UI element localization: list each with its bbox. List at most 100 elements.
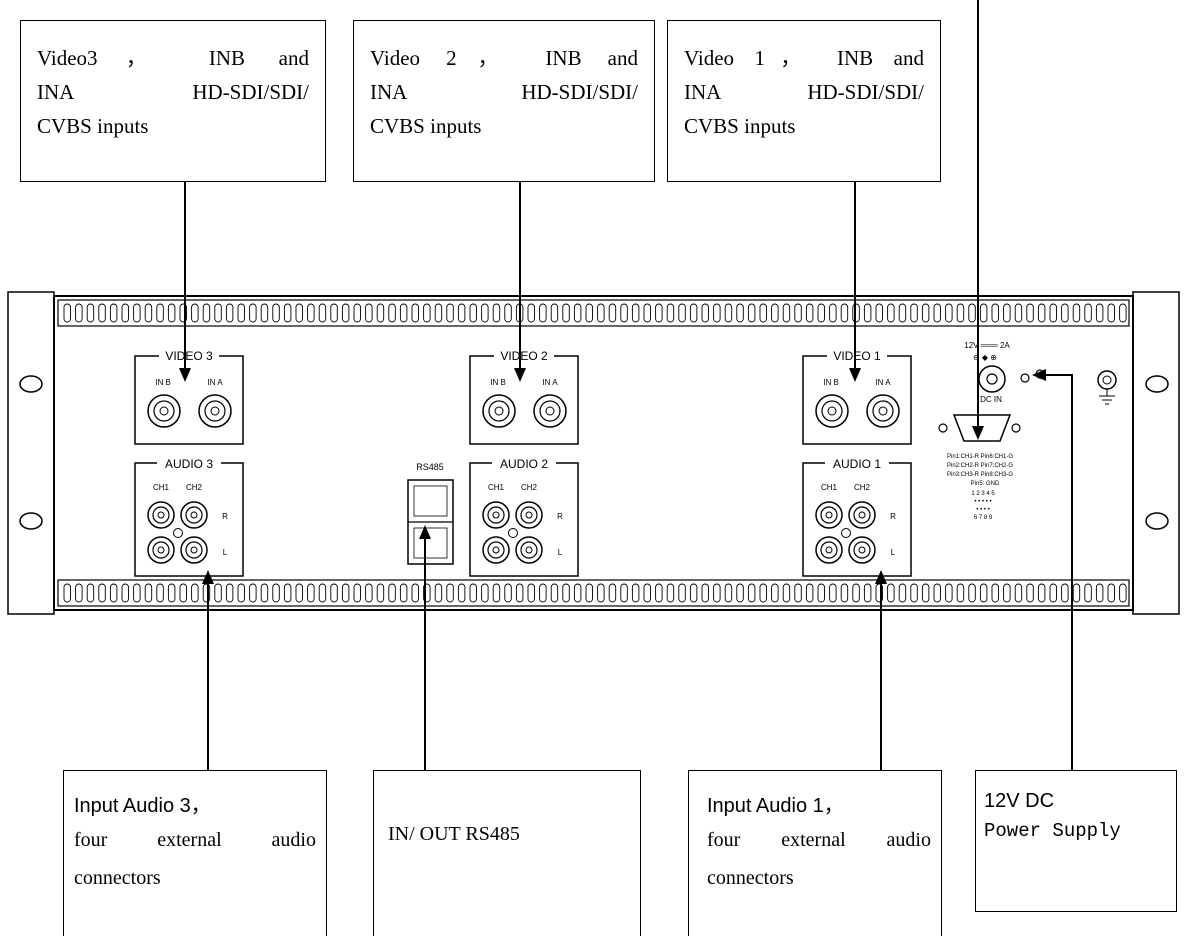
audio-2-ch2-r-jack-pin [525,511,533,519]
vent-slot [191,303,199,323]
callout-video3-line-3: CVBS inputs [37,114,149,138]
vent-slots-top [63,303,1127,323]
vent-slot [608,583,617,603]
vent-slot [1061,303,1069,323]
audio-1-r-label: R [890,512,896,521]
vent-slot [1119,583,1127,603]
vent-slot [550,303,559,323]
callout-audio3-line-2: connectors [74,867,161,889]
vent-slot [457,583,466,603]
arrow-video3 [179,368,191,382]
vent-slot [376,583,385,603]
vent-slot [539,303,547,323]
audio-3-ch1-r-jack-pin [157,511,165,519]
vent-slot [121,303,129,323]
vent-slot [910,303,918,323]
vent-slot [550,583,559,603]
vent-slot [1037,303,1046,323]
vent-slot [597,303,605,323]
vent-slot [283,303,292,323]
vent-slot [713,303,721,323]
vent-slot [295,303,303,323]
vent-slot [98,583,106,603]
vent-slot [655,583,663,603]
vent-slot [411,303,419,323]
vent-slot [515,583,524,603]
vent-slot [1084,303,1092,323]
callout-video1: Video 1， INB and INA HD-SDI/SDI/ CVBS in… [667,20,941,182]
dc-polarity-label: ⊖ ◆ ⊕ [973,353,997,362]
video-1-title-bg [827,347,887,363]
audio-2-title: AUDIO 2 [500,457,548,471]
callout-audio1: Input Audio 1， four external audio conne… [688,770,942,936]
vent-slot [214,583,222,603]
vent-slot [214,303,222,323]
vent-slot [237,303,245,323]
audio-1-title: AUDIO 1 [833,457,881,471]
vent-slot [249,303,257,323]
audio-1-mount-screw [841,528,851,538]
audio-3-mount-screw [173,528,183,538]
audio-1-ch2-l-jack-pin [858,546,866,554]
vent-slot [782,583,791,603]
video-2-ina-bnc-ring [539,400,561,422]
audio-2-mount-screw [508,528,518,538]
video-3-inb-bnc-pin [159,406,169,416]
audio-3-ch1-l-jack [147,536,175,564]
video-2-ina-bnc [533,394,567,428]
vent-slot [492,583,501,603]
vent-slot [979,583,988,603]
vent-slot [689,303,698,323]
vent-slot [399,303,408,323]
video-2-title-bg [494,347,554,363]
vent-strip-top [57,299,1130,327]
vent-slot [504,583,512,603]
vent-slot [1107,303,1115,323]
callout-audio3-title: Input Audio 3， [74,795,211,817]
vent-slot [887,303,895,323]
vent-slot [469,303,477,323]
vent-slot [202,303,211,323]
vent-slot [921,583,930,603]
vent-slot [771,303,779,323]
video-1-ina-bnc [866,394,900,428]
vent-slot [945,303,953,323]
vent-slot [631,303,640,323]
vent-slot [376,303,385,323]
vent-slot [585,583,593,603]
vent-slot [1072,303,1081,323]
audio-2-ch2-label: CH2 [521,483,538,492]
leader-arrowheads [179,368,1046,584]
vent-slot [852,583,860,603]
vent-slot [295,583,303,603]
video-2-ina-label: IN A [542,378,558,387]
vent-slot [109,583,118,603]
audio-2-ch2-r-jack-ring [520,506,538,524]
arrow-db9 [972,426,984,440]
callout-rs485: IN/ OUT RS485 [373,770,641,936]
video-1-inb-bnc-ring [821,400,843,422]
vent-slot [620,303,628,323]
vent-slot [75,303,83,323]
audio-1-ch1-r-jack-ring [820,506,838,524]
arrow-video2 [514,368,526,382]
vent-slot [527,303,535,323]
video-3-ina-bnc [198,394,232,428]
vent-slot [562,583,570,603]
audio-2-title-bg [492,455,556,471]
vent-slot [388,583,396,603]
vent-slot [1095,583,1104,603]
vent-slot [643,303,651,323]
vent-slot [237,583,245,603]
vent-slot [492,303,501,323]
vent-slot [1072,583,1081,603]
video-3-inb-label: IN B [155,378,171,387]
video-2-inb-bnc-ring [488,400,510,422]
audio-3-panel [134,462,244,577]
rack-hole-left-top [19,375,43,393]
vent-slot [191,583,199,603]
dc-in-label: DC IN [980,395,1002,404]
vent-slot [805,583,814,603]
audio-3-ch1-l-jack-pin [157,546,165,554]
audio-3-title-bg [157,455,221,471]
